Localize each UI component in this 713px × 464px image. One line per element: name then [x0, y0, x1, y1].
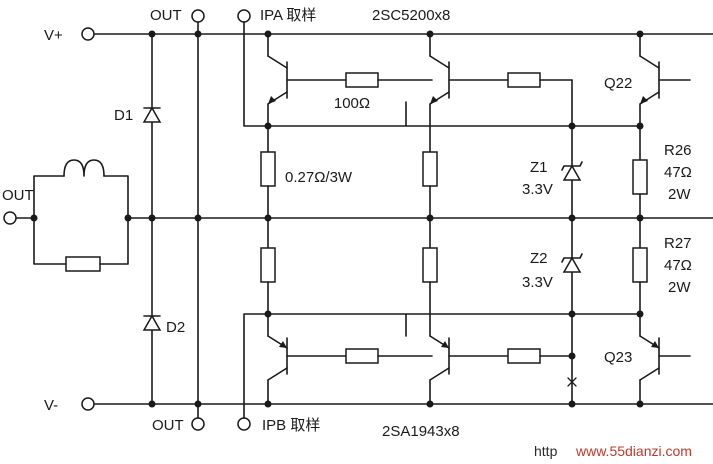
- out-column: [191, 9, 205, 431]
- r27-name: R27: [664, 235, 692, 252]
- base-resistor-bottom-23: [507, 348, 541, 364]
- stage-column-1: [260, 30, 347, 408]
- z1-zener: [562, 164, 582, 181]
- d1-diode: [142, 106, 162, 123]
- diode-column: [142, 30, 162, 408]
- bias-links: [267, 101, 641, 337]
- base-resistors-23: [507, 72, 573, 364]
- ipa-label: IPA 取样: [260, 7, 316, 24]
- vminus-terminal: [81, 397, 95, 411]
- vplus-label: V+: [44, 27, 63, 44]
- shunt-resistor: [65, 256, 101, 272]
- r26-resistor: [632, 159, 648, 195]
- out-left-label: OUT: [2, 187, 34, 204]
- watermark-site: www.55dianzi.com: [575, 443, 692, 459]
- r27-power: 2W: [668, 279, 691, 296]
- out-bottom-terminal: [191, 417, 205, 431]
- q23-label: Q23: [604, 349, 632, 366]
- vminus-label: V-: [44, 397, 58, 414]
- z1-voltage: 3.3V: [522, 181, 553, 198]
- z2-label: Z2: [530, 250, 548, 267]
- stage-column-3: [632, 30, 691, 408]
- z1-label: Z1: [530, 159, 548, 176]
- emitter-resistor-bottom-1: [260, 247, 276, 283]
- base-resistor-label: 100Ω: [334, 95, 370, 112]
- d2-label: D2: [166, 319, 185, 336]
- base-resistors-12: [345, 72, 433, 364]
- base-resistor-top-12: [345, 72, 379, 88]
- out-top-terminal: [191, 9, 205, 23]
- watermark-prefix: http: [534, 443, 558, 459]
- out-left-terminal: [3, 211, 17, 225]
- r26-name: R26: [664, 142, 692, 159]
- ipa-terminal: [237, 9, 251, 23]
- out-top-label: OUT: [150, 7, 182, 24]
- npn-col2: [429, 55, 450, 69]
- ipb-terminal: [237, 417, 251, 431]
- z2-zener: [562, 256, 582, 273]
- r26-value: 47Ω: [664, 164, 692, 181]
- d2-diode: [142, 314, 162, 331]
- d1-label: D1: [114, 107, 133, 124]
- npn-col1: [267, 55, 288, 69]
- output-lr-network: [3, 159, 132, 272]
- q22-transistor: [639, 55, 660, 69]
- emitter-resistor-top-1: [260, 151, 276, 187]
- out-bottom-label: OUT: [152, 417, 184, 434]
- emitter-resistor-bottom-2: [422, 247, 438, 283]
- zener-column: [561, 79, 583, 408]
- base-resistor-bottom-12: [345, 348, 379, 364]
- r26-power: 2W: [668, 186, 691, 203]
- vplus-terminal: [81, 27, 95, 41]
- r27-resistor: [632, 247, 648, 283]
- z2-voltage: 3.3V: [522, 274, 553, 291]
- ipb-label: IPB 取样: [262, 417, 320, 434]
- base-resistor-top-23: [507, 72, 541, 88]
- inductor: [63, 159, 105, 177]
- r27-value: 47Ω: [664, 257, 692, 274]
- sense-lines: [237, 9, 269, 431]
- q22-label: Q22: [604, 75, 632, 92]
- stage-column-2: [422, 30, 509, 408]
- pnp-array-label: 2SA1943x8: [382, 423, 460, 440]
- emitter-resistor-top-2: [422, 151, 438, 187]
- emitter-resistor-label: 0.27Ω/3W: [285, 169, 353, 186]
- npn-array-label: 2SC5200x8: [372, 7, 450, 24]
